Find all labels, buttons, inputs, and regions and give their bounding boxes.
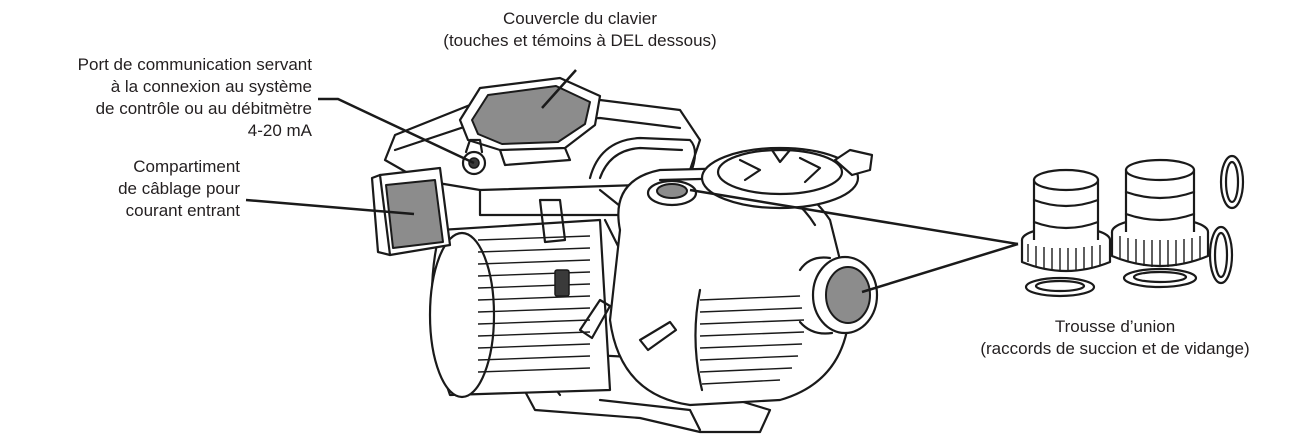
leader-union-front [861, 242, 1019, 294]
label-communication-port: Port de communication servant à la conne… [0, 54, 312, 142]
pump-body [370, 76, 879, 434]
rear-union-port [656, 183, 688, 199]
label-line: (raccords de succion et de vidange) [980, 339, 1250, 358]
leader-wiring [245, 198, 415, 216]
label-line: de contrôle ou au débitmètre [95, 99, 312, 118]
wiring-compartment-cover [385, 179, 444, 249]
label-line: de câblage pour [118, 179, 240, 198]
label-line: courant entrant [125, 201, 240, 220]
leader-union-rear [689, 188, 1019, 246]
label-line: Couvercle du clavier [502, 9, 657, 28]
leader-port [318, 97, 475, 165]
label-union-kit: Trousse d’union (raccords de succion et … [920, 316, 1310, 360]
label-line: Trousse d’union [1054, 317, 1176, 336]
union-kit [1020, 154, 1245, 298]
keypad-cover [471, 85, 591, 145]
label-line: (touches et témoins à DEL dessous) [443, 31, 717, 50]
leader-keypad [541, 69, 577, 109]
union-fitting-right [1110, 158, 1210, 268]
o-ring-bottom [1208, 225, 1234, 285]
leader-lines [245, 69, 1019, 294]
front-union-port [825, 266, 871, 324]
label-line: Port de communication servant [77, 55, 312, 74]
union-fitting-left [1020, 168, 1112, 273]
label-keypad-cover: Couvercle du clavier (touches et témoins… [380, 8, 780, 52]
label-line: Compartiment [133, 157, 240, 176]
o-ring-top [1219, 154, 1245, 210]
label-wiring-compartment: Compartiment de câblage pour courant ent… [0, 156, 240, 222]
label-line: à la connexion au système [110, 77, 312, 96]
label-line: 4-20 mA [247, 121, 312, 140]
